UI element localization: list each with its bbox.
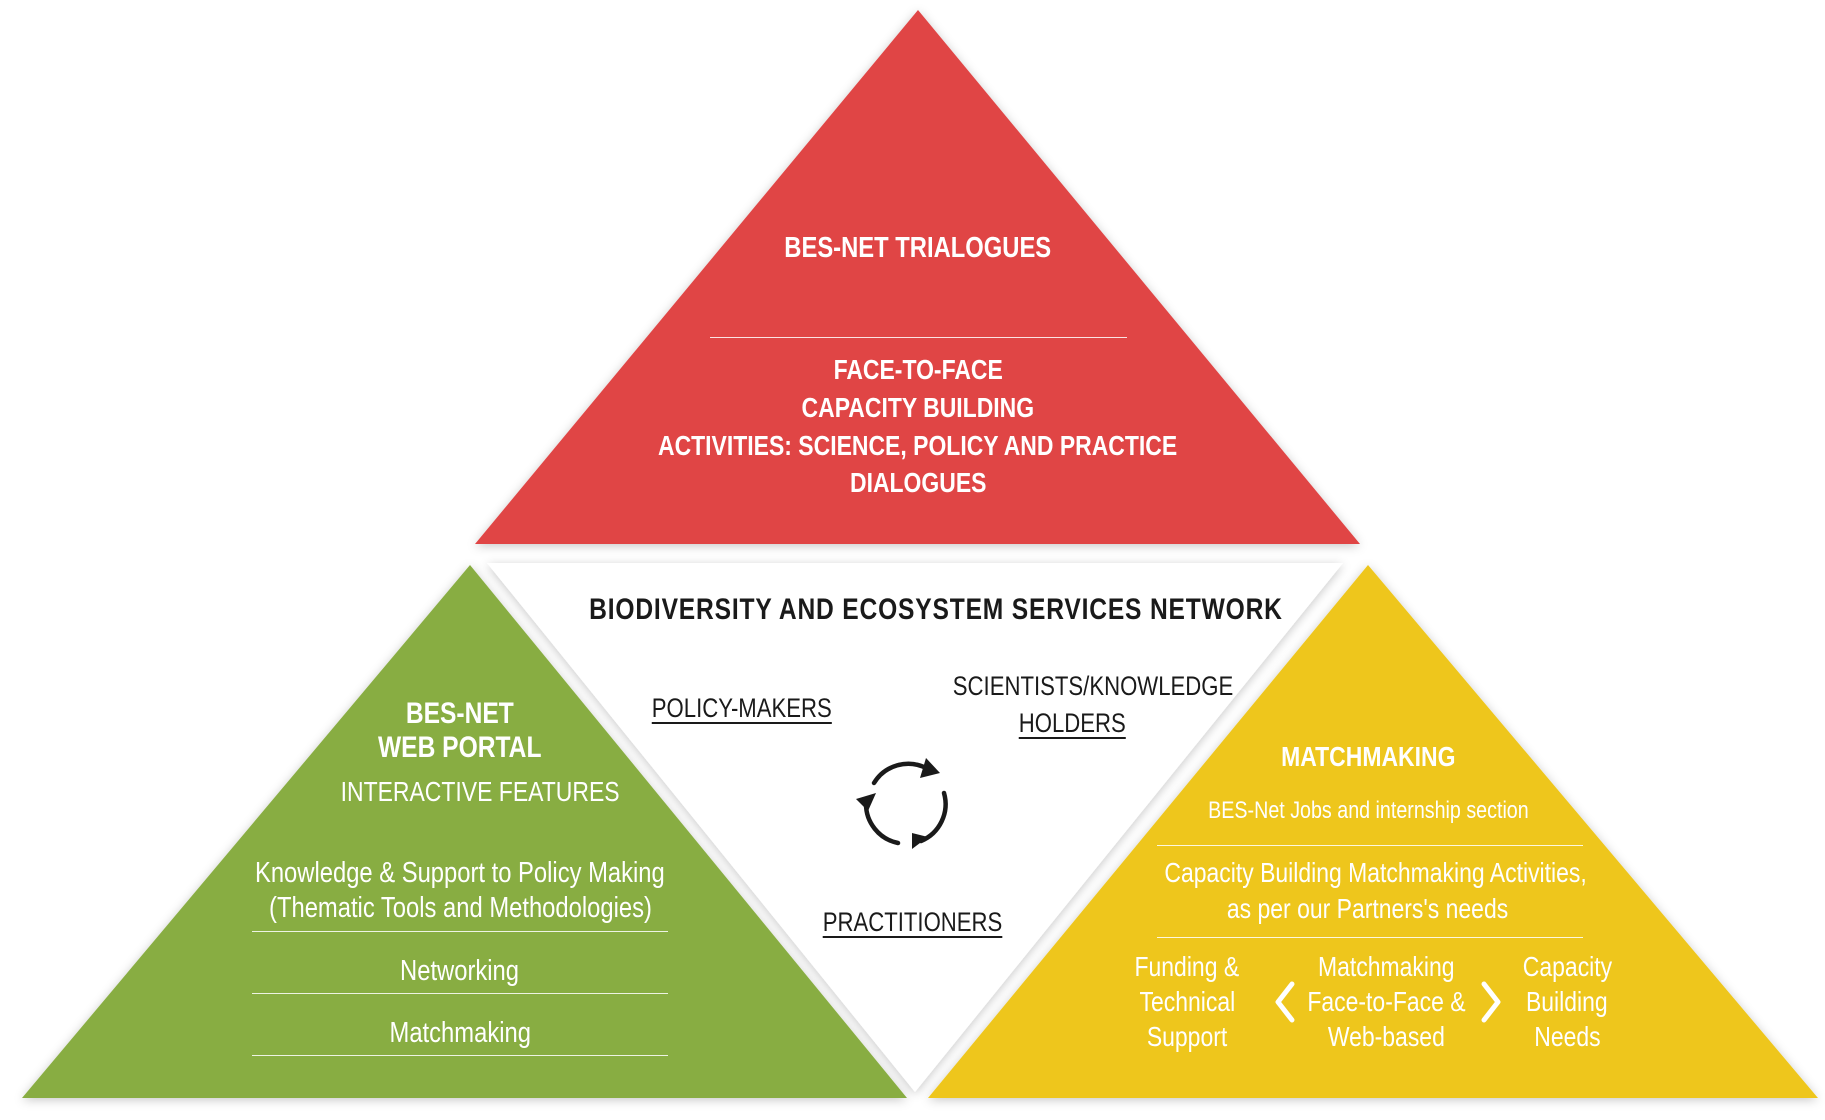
left-title-line2: WEB PORTAL (378, 731, 542, 764)
top-title: BES-NET TRIALOGUES (784, 232, 1052, 264)
right-col2-line3: Web-based (1327, 1021, 1445, 1052)
top-line-1: FACE-TO-FACE (833, 354, 1003, 385)
right-col2-line2: Face-to-Face & (1306, 986, 1466, 1017)
left-networking: Networking (400, 955, 520, 987)
right-triangle (928, 565, 1818, 1098)
right-col1-line1: Funding & (1134, 951, 1240, 982)
top-line-2: CAPACITY BUILDING (801, 392, 1035, 423)
right-capacity-line2: as per our Partners's needs (1227, 893, 1509, 924)
scientists-label-line1: SCIENTISTS/KNOWLEDGE (952, 671, 1234, 701)
left-title-line1: BES-NET (406, 697, 514, 730)
left-knowledge-line2: (Thematic Tools and Methodologies) (268, 892, 652, 924)
right-col3-line2: Building (1526, 986, 1608, 1017)
top-line-3: ACTIVITIES: SCIENCE, POLICY AND PRACTICE (658, 430, 1178, 461)
right-divider-1 (1157, 845, 1583, 846)
left-matchmaking: Matchmaking (389, 1017, 531, 1049)
left-knowledge-line1: Knowledge & Support to Policy Making (255, 857, 665, 889)
right-capacity-line1: Capacity Building Matchmaking Activities… (1164, 857, 1587, 888)
right-col3-line1: Capacity (1522, 951, 1612, 982)
right-title: MATCHMAKING (1280, 741, 1456, 772)
left-divider-2 (252, 993, 668, 994)
left-subtitle: INTERACTIVE FEATURES (340, 776, 620, 807)
scientists-label-line2: HOLDERS (1018, 708, 1126, 738)
practitioners-label: PRACTITIONERS (823, 907, 1003, 937)
left-divider-1 (252, 931, 668, 932)
right-jobs: BES-Net Jobs and internship section (1207, 797, 1529, 824)
right-col3-line3: Needs (1533, 1021, 1601, 1052)
right-col1-line2: Technical (1139, 986, 1235, 1017)
chevron-left-icon (1275, 981, 1295, 1023)
recycle-arrows-icon (856, 758, 948, 849)
policy-makers-label: POLICY-MAKERS (651, 693, 833, 723)
top-divider (710, 337, 1127, 338)
top-line-4: DIALOGUES (849, 467, 987, 498)
chevron-right-icon (1481, 981, 1501, 1023)
right-col2-line1: Matchmaking (1317, 951, 1455, 982)
left-divider-3 (252, 1055, 668, 1056)
left-triangle (22, 565, 907, 1098)
center-triangle (487, 563, 1343, 1092)
center-title: BIODIVERSITY AND ECOSYSTEM SERVICES NETW… (589, 593, 1283, 626)
top-triangle (475, 10, 1360, 544)
right-col1-line3: Support (1146, 1021, 1228, 1052)
right-divider-2 (1157, 937, 1583, 938)
